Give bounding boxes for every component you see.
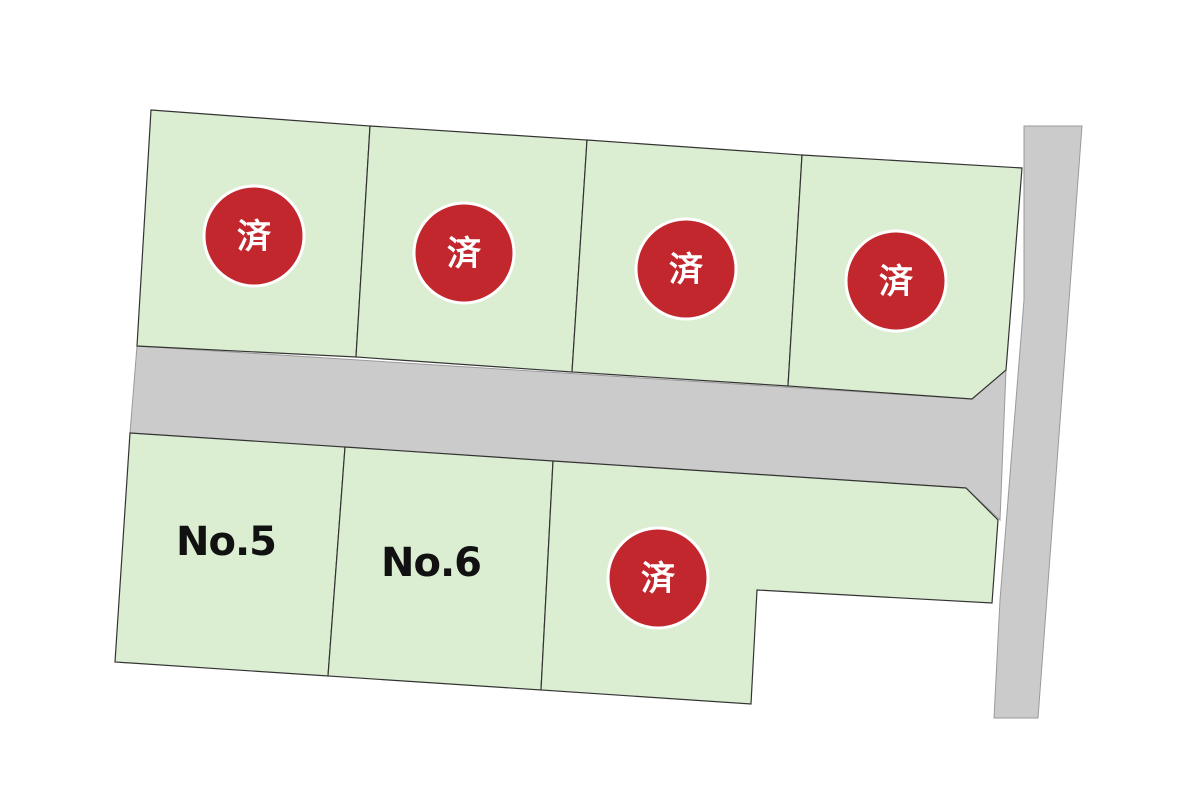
sold-label: 済 [669,250,704,290]
sold-label: 済 [237,217,272,257]
sold-badge-lot-3: 済 [634,217,738,321]
sold-badge-lot-2: 済 [412,201,516,305]
sold-label: 済 [641,559,676,599]
sold-badge-lot-4: 済 [844,229,948,333]
lot-7[interactable] [540,460,999,705]
sold-badge-lot-1: 済 [202,184,306,288]
main-road [993,125,1083,719]
sold-badge-lot-7: 済 [606,526,710,630]
lot-5-number: No.5 [176,519,276,565]
sold-label: 済 [447,234,482,274]
lot-6-number: No.6 [381,540,481,586]
sold-label: 済 [879,262,914,302]
